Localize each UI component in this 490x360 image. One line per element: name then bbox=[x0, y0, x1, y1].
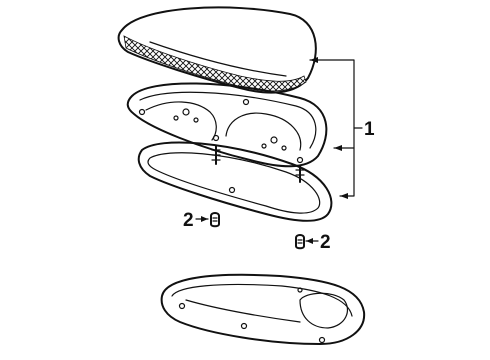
bulb-right bbox=[295, 234, 305, 250]
callout-2-left-leader bbox=[195, 216, 209, 222]
callout-1-leader bbox=[309, 57, 363, 199]
lamp-gasket bbox=[137, 141, 333, 222]
lamp-mounting-bracket bbox=[160, 273, 366, 345]
callout-2-left: 2 bbox=[183, 210, 194, 231]
bulb-left bbox=[210, 212, 220, 228]
callout-2-right: 2 bbox=[320, 232, 331, 253]
lamp-housing bbox=[126, 82, 328, 183]
callout-2-right-leader bbox=[305, 238, 319, 244]
lamp-lens-cover bbox=[117, 6, 317, 94]
callout-1: 1 bbox=[364, 119, 375, 140]
